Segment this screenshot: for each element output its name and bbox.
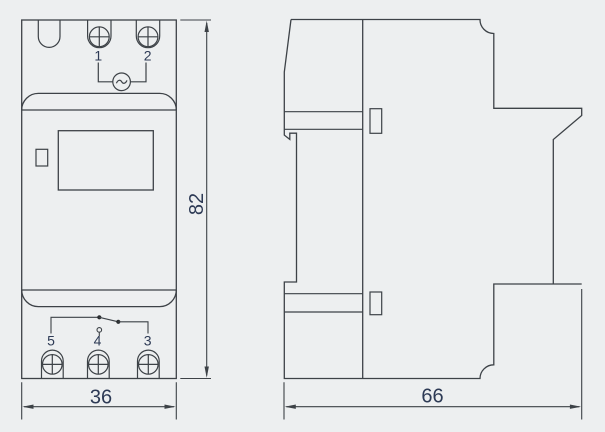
screw-terminal-5	[40, 349, 64, 379]
side-outline-lower	[283, 19, 582, 380]
dim-width-value: 36	[90, 387, 112, 409]
dimension-height: 82	[180, 19, 211, 380]
screw-terminal-3	[136, 349, 160, 379]
din-clip-upper	[369, 108, 383, 134]
terminal-label-5: 5	[47, 333, 55, 349]
lower-band	[284, 293, 363, 313]
front-outline	[21, 19, 177, 380]
screw-terminal-4	[86, 349, 110, 379]
terminal-label-4: 4	[94, 333, 102, 349]
terminal-label-1: 1	[94, 47, 102, 63]
side-outline-upper	[291, 18, 583, 284]
cover-shoulder-bottom	[21, 289, 177, 308]
dimension-width: 36	[21, 382, 177, 420]
display-window	[57, 130, 154, 191]
terminal-label-2: 2	[144, 47, 152, 63]
screw-terminal-1	[87, 20, 112, 49]
terminal-label-3: 3	[144, 333, 152, 349]
dim-height-value: 82	[186, 193, 208, 215]
ac-source-symbol	[97, 62, 147, 92]
side-view	[283, 18, 583, 380]
upper-band	[284, 111, 363, 130]
side-button	[35, 148, 49, 167]
changeover-switch-symbol	[50, 315, 149, 336]
screw-terminal-2	[135, 20, 161, 49]
top-notch	[37, 20, 61, 48]
front-view: 1 2 5 4 3	[21, 19, 177, 380]
cover-shoulder-top	[21, 92, 177, 111]
dimension-depth: 66	[283, 289, 583, 420]
din-clip-lower	[369, 291, 383, 316]
sine-wave-icon	[115, 79, 128, 84]
dim-depth-value: 66	[421, 386, 443, 408]
